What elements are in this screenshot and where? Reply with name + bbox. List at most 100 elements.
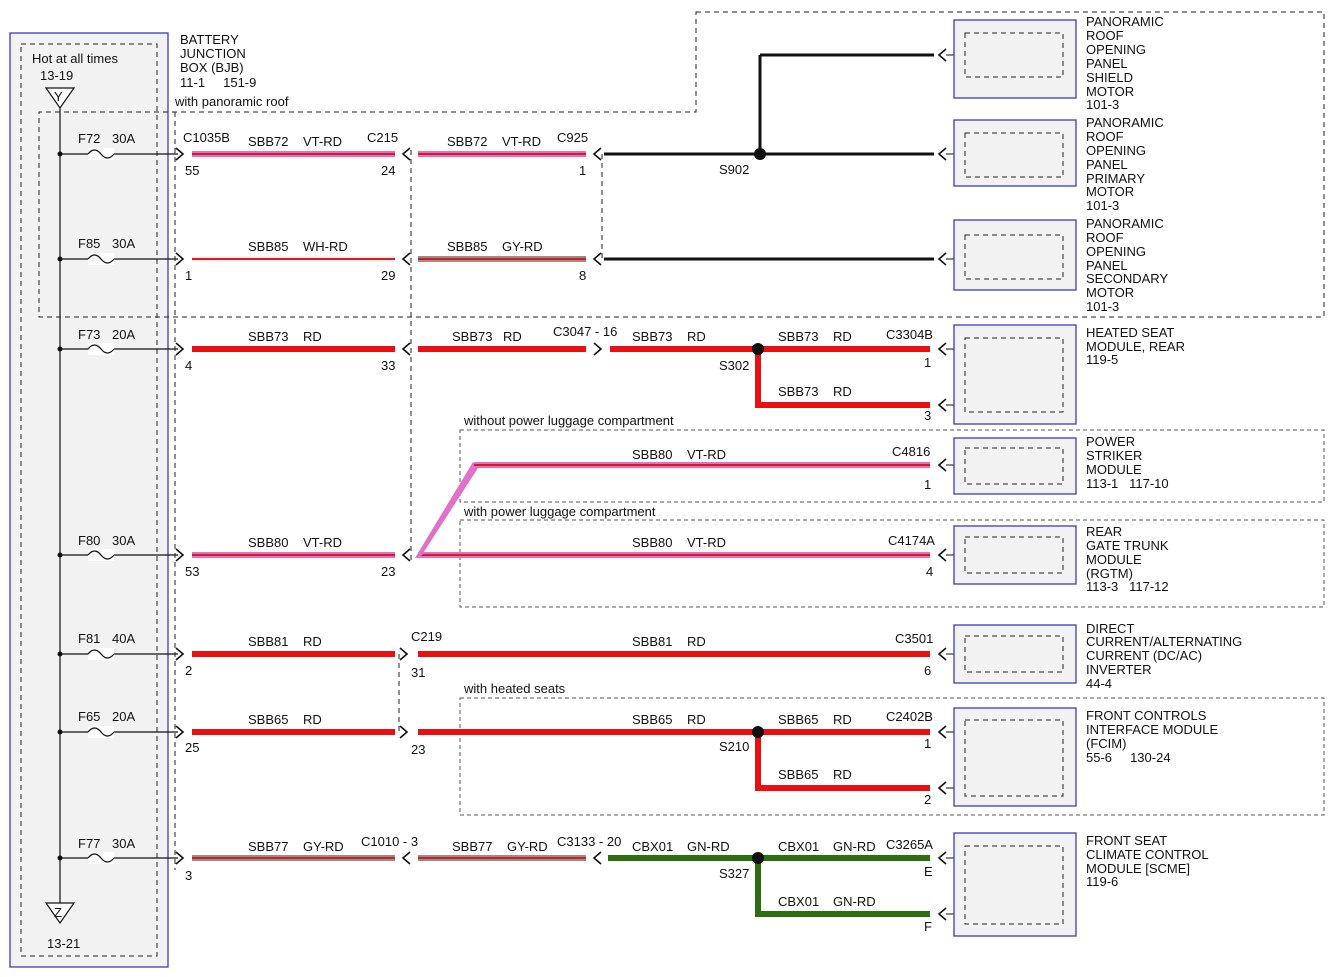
- component-label: (RGTM): [1086, 566, 1133, 581]
- wire-sbb73-bjb-c215: [192, 346, 395, 352]
- splice-s210: [752, 726, 764, 738]
- bus-ref-top: 13-19: [40, 68, 73, 83]
- module-heated-seat: [953, 324, 1077, 425]
- pin-label: 25: [185, 740, 199, 755]
- luggage-region: [459, 519, 1325, 608]
- connector-c1010: C1010 - 3: [361, 834, 418, 849]
- wire-color: VT-RD: [303, 535, 342, 550]
- wire-circuit: SBB80: [632, 535, 672, 550]
- pin-label: 6: [924, 663, 931, 678]
- component-label: REAR: [1086, 524, 1122, 539]
- wire-circuit: SBB80: [248, 535, 288, 550]
- bus-ref-bottom: 13-21: [47, 936, 80, 951]
- connector-c3133: C3133 - 20: [557, 834, 621, 849]
- component-label: ROOF: [1086, 129, 1124, 144]
- connector-c3265a: C3265A: [886, 837, 933, 852]
- wire-circuit: SBB73: [452, 329, 492, 344]
- component-label: OPENING: [1086, 244, 1146, 259]
- fuse-id: F73: [78, 327, 100, 342]
- component-label: FRONT CONTROLS: [1086, 708, 1207, 723]
- fuse-id: F65: [78, 709, 100, 724]
- component-label: CURRENT/ALTERNATING: [1086, 634, 1242, 649]
- wire-tracer-stripe: [192, 857, 395, 859]
- pin-label: 23: [381, 564, 395, 579]
- component-ref: 113-1 117-10: [1086, 476, 1169, 491]
- fuse-symbol: [87, 648, 115, 660]
- wire-sbb73-s302-pin3: [755, 402, 930, 408]
- wire-circuit: SBB65: [778, 767, 818, 782]
- pin-label: 2: [924, 792, 931, 807]
- wire-circuit: SBB77: [452, 839, 492, 854]
- component-label: INVERTER: [1086, 662, 1152, 677]
- bjb-header-line: BOX (BJB): [180, 60, 244, 75]
- component-label: DIRECT: [1086, 621, 1134, 636]
- wire-circuit: CBX01: [632, 839, 673, 854]
- connector-c1035b: C1035B: [183, 130, 230, 145]
- wire-tracer-stripe: [418, 153, 586, 155]
- wire-color: GN-RD: [833, 894, 876, 909]
- connector-c219: C219: [411, 629, 442, 644]
- no-luggage-label: without power luggage compartment: [463, 413, 674, 428]
- wire-color: VT-RD: [687, 535, 726, 550]
- wire-sbb81-bjb-c219: [192, 651, 395, 657]
- component-label: MODULE: [1086, 552, 1142, 567]
- pin-label: 3: [185, 868, 192, 883]
- connector-c925: C925: [557, 130, 588, 145]
- splice-s327: [752, 852, 764, 864]
- wire-color: RD: [303, 329, 322, 344]
- component-label: STRIKER: [1086, 448, 1142, 463]
- component-label: OPENING: [1086, 42, 1146, 57]
- pin-label: 1: [185, 268, 192, 283]
- pin-labels: 55 24 1 1 29 8 4 33 1 3 1 53 23 4 2 31 6…: [185, 163, 933, 934]
- wire-sbb73-c3047-s302: [610, 346, 758, 352]
- wire-color: RD: [833, 767, 852, 782]
- wire-sbb73-s302-pin1: [758, 346, 930, 352]
- component-label: PANEL: [1086, 258, 1128, 273]
- module-rgtm: [953, 525, 1077, 585]
- wire-circuit: SBB85: [248, 239, 288, 254]
- module-shield-motor: [953, 19, 1077, 99]
- component-label: PANORAMIC: [1086, 14, 1164, 29]
- component-label: FRONT SEAT: [1086, 833, 1167, 848]
- fuse-amps: 30A: [112, 131, 135, 146]
- component-label: INTERFACE MODULE: [1086, 722, 1219, 737]
- pin-label: 3: [924, 408, 931, 423]
- component-label: CLIMATE CONTROL: [1086, 847, 1209, 862]
- component-ref: 101-3: [1086, 198, 1119, 213]
- connector-chevrons: [175, 48, 947, 921]
- pin-label: 55: [185, 163, 199, 178]
- wire-cbx01-s327-drop: [755, 858, 761, 914]
- component-label: PANORAMIC: [1086, 216, 1164, 231]
- wire-tracer-stripe: [474, 464, 930, 466]
- fuse-symbol: [87, 549, 115, 561]
- fuse-id: F72: [78, 131, 100, 146]
- component-label: ROOF: [1086, 28, 1124, 43]
- fuse-symbol: [87, 343, 115, 355]
- bjb-inner-outline: [20, 43, 158, 957]
- component-label: SHIELD: [1086, 70, 1133, 85]
- connector-c4174a: C4174A: [888, 533, 935, 548]
- wire-circuit: SBB72: [248, 134, 288, 149]
- module-inverter: [953, 624, 1077, 684]
- wire-cbx01-s327-pinF: [755, 911, 930, 917]
- hot-at-all-times-label: Hot at all times: [32, 51, 118, 66]
- wire-cbx01-s327-pinE: [758, 855, 930, 861]
- wire-circuit: SBB73: [778, 329, 818, 344]
- splice-s902: [754, 148, 766, 160]
- bjb-header: BATTERY JUNCTION BOX (BJB) 11-1 151-9: [180, 32, 256, 90]
- component-label: MODULE: [1086, 462, 1142, 477]
- wire-tracer-stripe: [418, 554, 930, 556]
- splice-label: S902: [719, 162, 749, 177]
- wire-color: RD: [503, 329, 522, 344]
- pin-label: 1: [579, 163, 586, 178]
- wire-color: GY-RD: [303, 839, 344, 854]
- panoramic-roof-region: [38, 11, 1325, 318]
- splice-s302: [752, 343, 764, 355]
- wire-tracer-stripe: [418, 258, 586, 260]
- module-fcim: [953, 707, 1077, 807]
- fuse-amps: 30A: [112, 236, 135, 251]
- wire-color: GN-RD: [687, 839, 730, 854]
- wire-circuit: SBB81: [632, 634, 672, 649]
- component-label: POWER: [1086, 434, 1135, 449]
- fuse-symbols: [87, 148, 115, 864]
